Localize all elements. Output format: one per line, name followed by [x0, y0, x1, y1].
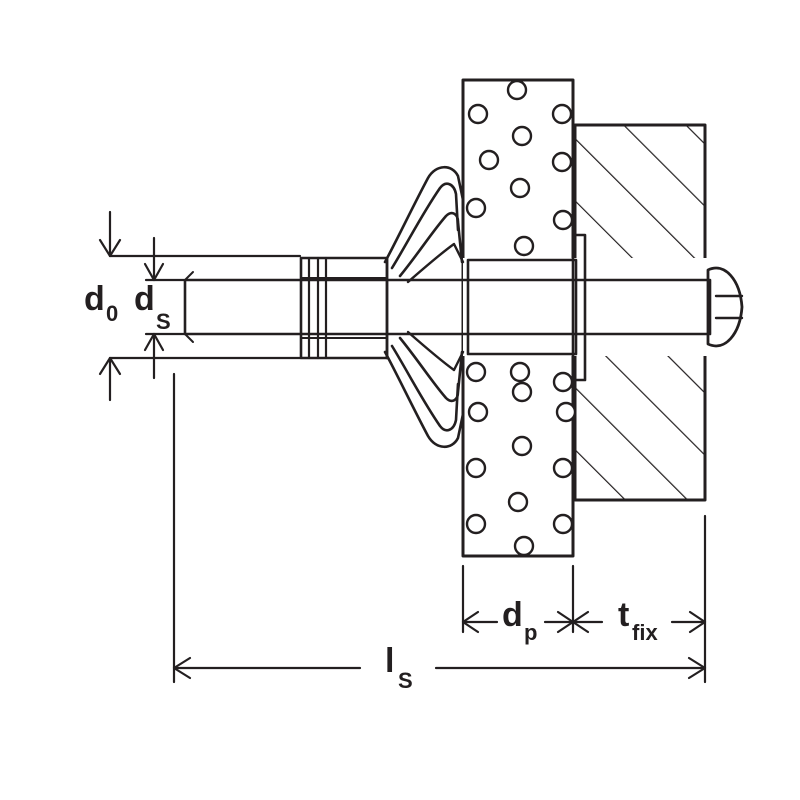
label-tfix: t fix [618, 596, 658, 645]
label-ds-sub: S [156, 309, 171, 334]
anchor-wings [383, 165, 465, 449]
board-dot [465, 513, 487, 535]
board-dot [509, 361, 531, 383]
label-tfix-sub: fix [632, 620, 658, 645]
board-dot [467, 401, 489, 423]
board-dot [465, 457, 487, 479]
board-dot [551, 151, 573, 173]
board-dot [513, 235, 535, 257]
label-d0-main: d [84, 280, 105, 318]
board-dot [513, 535, 535, 557]
screw-shaft [183, 278, 712, 336]
board-dot [552, 457, 574, 479]
label-d0-sub: 0 [106, 301, 118, 326]
label-dp-main: d [502, 596, 523, 634]
screw-head [706, 266, 744, 348]
label-ls-main: l [385, 642, 394, 680]
label-ds: d S [134, 280, 171, 334]
board-dot [511, 381, 533, 403]
board-dot [552, 513, 574, 535]
board-dot [552, 209, 574, 231]
label-ds-main: d [134, 280, 155, 318]
board-dot [465, 197, 487, 219]
label-ls-sub: S [398, 668, 413, 693]
label-ls: l S [385, 642, 413, 693]
board-dot [555, 401, 577, 423]
board-dot [507, 491, 529, 513]
washer [571, 233, 587, 382]
label-dp-sub: p [524, 620, 537, 645]
board-dot [509, 177, 531, 199]
board-dot [511, 435, 533, 457]
label-tfix-main: t [618, 596, 629, 634]
board-dot [467, 103, 489, 125]
board-dot [465, 361, 487, 383]
anchor-sleeve [466, 258, 578, 356]
anchor-assembly [183, 165, 744, 449]
label-dp: d p [502, 596, 537, 645]
anchor-collar [299, 256, 389, 360]
board-dot [511, 125, 533, 147]
board-dot [551, 103, 573, 125]
board-dot [506, 79, 528, 101]
board-dots [465, 79, 577, 557]
board-dot [552, 371, 574, 393]
dimensions [98, 210, 707, 684]
board-dot [478, 149, 500, 171]
label-d0: d 0 [84, 280, 118, 326]
